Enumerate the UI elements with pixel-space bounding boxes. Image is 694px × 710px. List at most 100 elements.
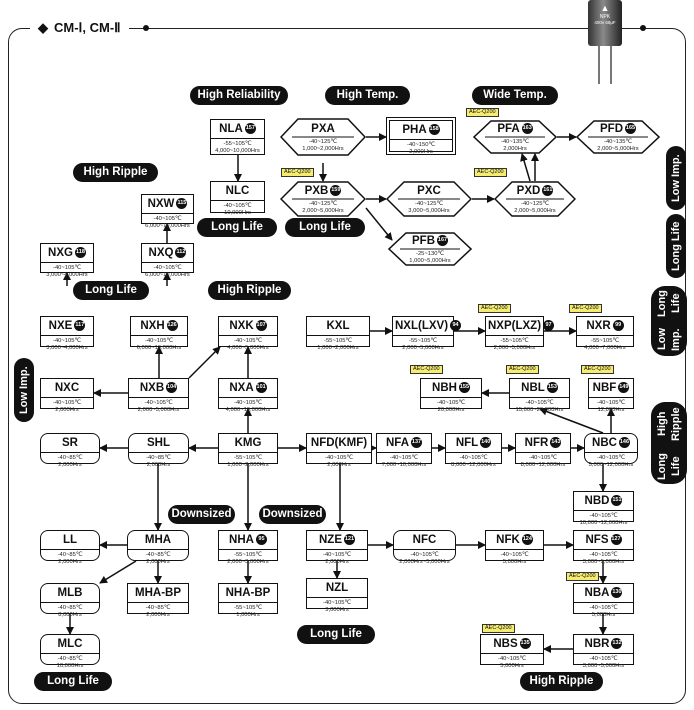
capacitor-logo: ▲ bbox=[600, 3, 610, 13]
series-nfs-temp-range: -40~105℃ bbox=[589, 552, 618, 558]
series-nbl-temp-range: -40~105℃ bbox=[525, 400, 554, 406]
series-pfd-life: 2,000~5,000Hrs bbox=[597, 146, 639, 152]
series-pfa-page-badge: 163 bbox=[521, 123, 533, 135]
series-nzl-life: 3,000Hrs bbox=[325, 607, 349, 613]
series-ll-life: 2,000Hrs bbox=[58, 559, 82, 565]
series-pfa-temp-range: -40~135℃ bbox=[501, 139, 529, 145]
series-nxa-life: 4,000~10,000Hrs bbox=[225, 407, 271, 413]
series-nbf-life: 12,000Hrs bbox=[597, 407, 625, 413]
series-pfd-temp-range: -40~135℃ bbox=[604, 139, 632, 145]
series-nxp-temp-range: -55~105℃ bbox=[500, 338, 529, 344]
series-sr-life: 2,000Hrs bbox=[58, 462, 82, 468]
series-nxc-life: 2,000Hrs bbox=[55, 407, 79, 413]
series-nxw-temp-range: -40~105℃ bbox=[153, 216, 182, 222]
category-label-high-ripple: High Ripple bbox=[73, 163, 158, 182]
series-nxl-page-badge: 94 bbox=[450, 320, 462, 332]
series-nxr-temp-range: -55~105℃ bbox=[591, 338, 619, 344]
series-nha-life: 2,000~3,000Hrs bbox=[227, 559, 269, 565]
connector-arrow bbox=[188, 346, 221, 379]
series-nbs-life: 5,000Hrs bbox=[500, 663, 524, 669]
series-ll-temp-range: -40~85℃ bbox=[57, 552, 83, 558]
series-nla-page-badge: 157 bbox=[244, 123, 256, 135]
category-label-high-reliability: High Reliability bbox=[190, 86, 288, 105]
series-nxc-temp-range: -40~105℃ bbox=[53, 400, 81, 406]
category-label-long-life: Long Life bbox=[297, 625, 375, 644]
category-label-high-ripple: High Ripple bbox=[208, 281, 291, 300]
series-nhabp-life: 1,000Hrs bbox=[236, 612, 260, 618]
side-label-low-imp: Low Imp. bbox=[14, 358, 34, 422]
series-nxw-life: 6,000~10,000Hrs bbox=[145, 223, 190, 229]
series-nxp-page-badge: 97 bbox=[543, 320, 555, 332]
series-nbr-page-badge: 132 bbox=[611, 638, 623, 650]
category-label-long-life: Long Life bbox=[34, 672, 112, 691]
series-nxe-temp-range: -40~105℃ bbox=[53, 338, 81, 344]
series-nla-temp-range: -55~105℃ bbox=[223, 141, 252, 147]
series-nfa-life: 7,000~10,000Hrs bbox=[381, 462, 427, 468]
series-nxh-temp-range: -40~105℃ bbox=[145, 338, 173, 344]
series-nxb-life: 2,000~5,000Hrs bbox=[137, 407, 180, 413]
series-nha-page-badge: 95 bbox=[255, 534, 267, 546]
series-pxd-life: 2,000~5,000Hrs bbox=[514, 208, 556, 214]
aec-q200-badge: AEC-Q200 bbox=[410, 365, 443, 374]
series-nxl-life: 2,000~5,000Hrs bbox=[402, 345, 444, 351]
series-pfb-page-badge: 167 bbox=[437, 235, 448, 247]
series-pxc-name: PXC bbox=[417, 185, 441, 197]
category-label-high-ripple: High Ripple bbox=[520, 672, 603, 691]
series-nbs-page-badge: 135 bbox=[519, 638, 531, 650]
side-label-low-imp: Low Imp. bbox=[666, 146, 686, 210]
series-kxl-name: KXL bbox=[307, 317, 369, 336]
series-nfs-page-badge: 127 bbox=[610, 534, 622, 546]
aec-q200-badge: AEC-Q200 bbox=[569, 304, 602, 313]
series-pxd-page-badge: 161 bbox=[542, 185, 554, 197]
series-nxk-life: 4,000~5,000Hrs bbox=[227, 345, 269, 351]
series-nba-life: 5,000Hrs bbox=[591, 612, 616, 618]
series-nbf-temp-range: -40~105℃ bbox=[597, 400, 625, 406]
series-nbr-life: 3,000~5,000Hrs bbox=[582, 663, 625, 669]
series-nfl-temp-range: -40~105℃ bbox=[459, 455, 488, 461]
series-mha-name: MHA bbox=[128, 531, 188, 550]
series-nze-life: 2,000Hrs bbox=[325, 559, 349, 565]
series-mlc-life: 10,000Hrs bbox=[56, 663, 84, 669]
series-nbs-temp-range: -40~105℃ bbox=[498, 656, 526, 662]
series-kmg-name: KMG bbox=[219, 434, 277, 453]
series-mlb-temp-range: -40~85℃ bbox=[57, 605, 83, 611]
series-sr-temp-range: -40~85℃ bbox=[57, 455, 83, 461]
connector-arrow bbox=[520, 153, 531, 182]
series-nfk-page-badge: 124 bbox=[521, 534, 533, 546]
